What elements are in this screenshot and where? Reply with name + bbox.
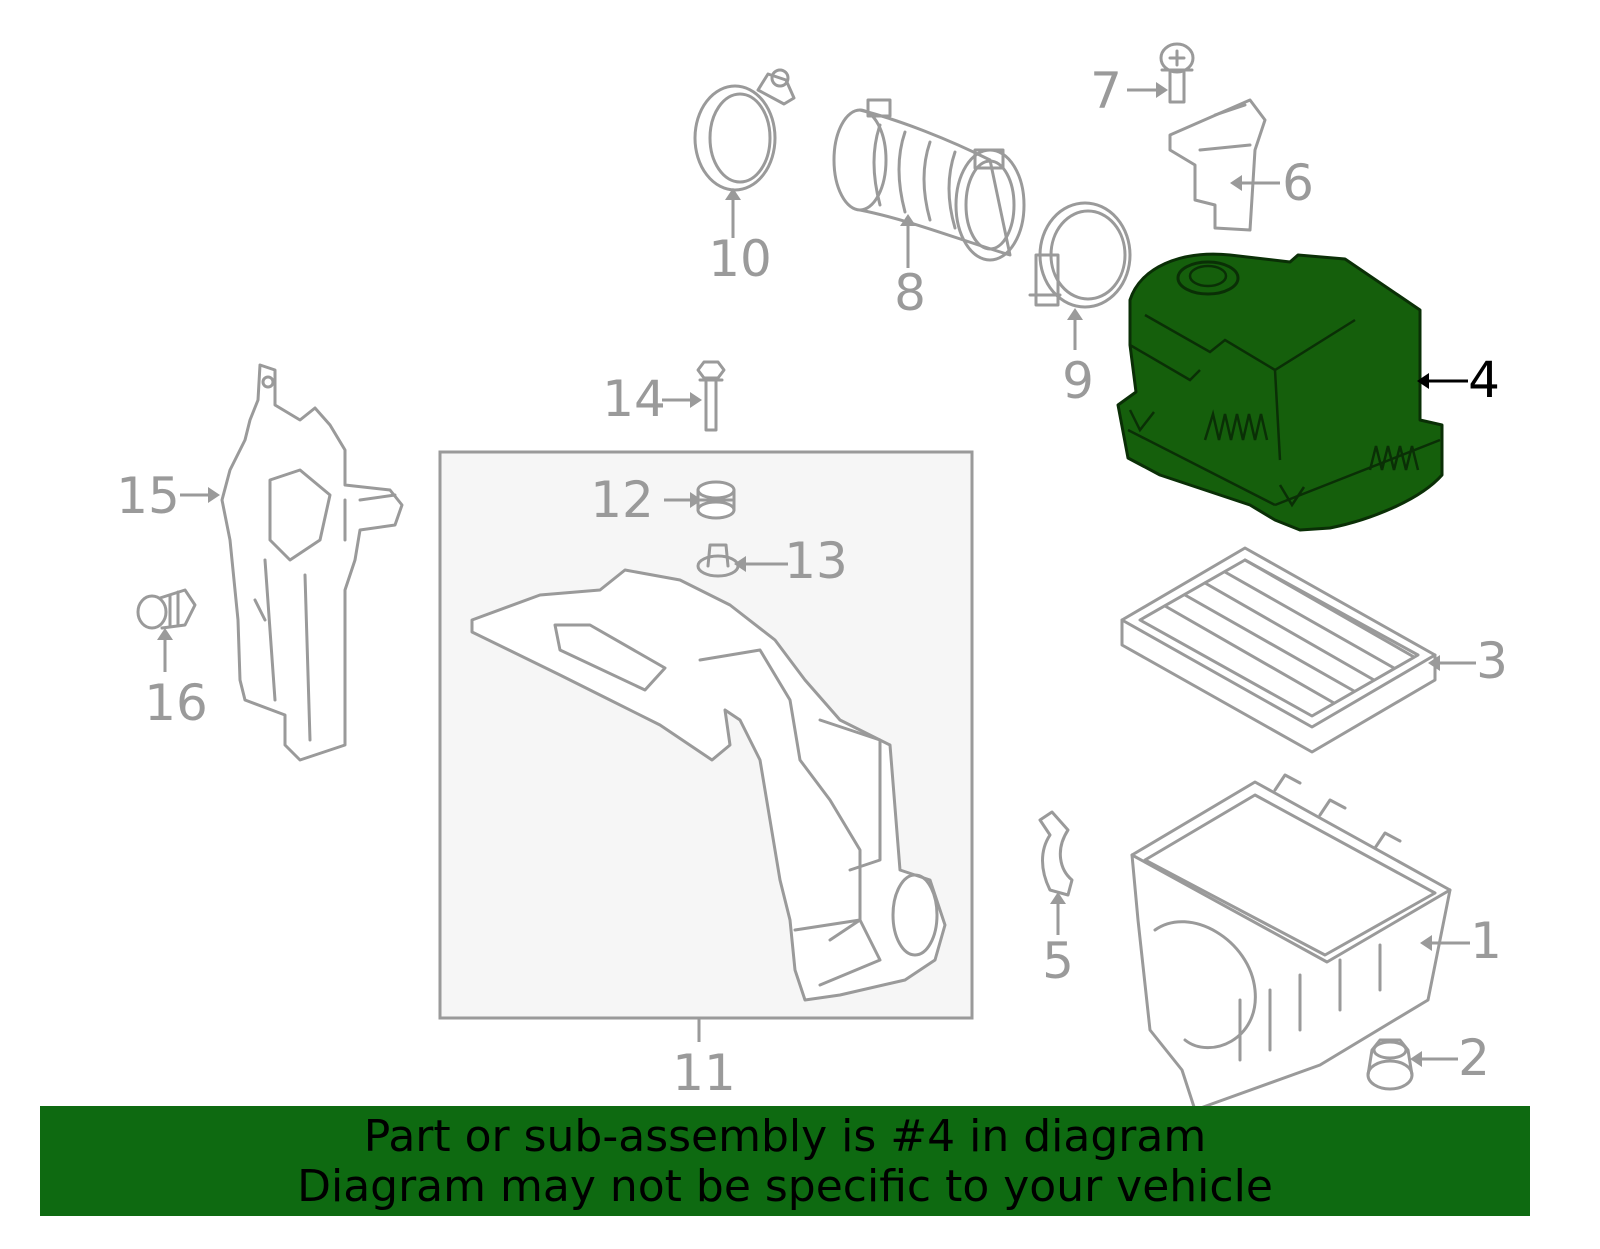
part-6-sensor[interactable] <box>1168 98 1267 232</box>
callout-16[interactable]: 16 <box>144 674 208 732</box>
callout-3[interactable]: 3 <box>1476 632 1508 690</box>
callout-7[interactable]: 7 <box>1090 62 1122 120</box>
part-12-bushing[interactable] <box>696 480 736 520</box>
callout-5[interactable]: 5 <box>1042 932 1074 990</box>
part-1-lower-housing[interactable] <box>1130 773 1452 1112</box>
part-16-push-clip[interactable] <box>136 588 197 630</box>
callout-12[interactable]: 12 <box>590 471 654 529</box>
part-14-bolt[interactable] <box>696 360 726 432</box>
part-7-screw[interactable] <box>1159 42 1195 104</box>
part-2-grommet[interactable] <box>1366 1038 1414 1091</box>
callout-6[interactable]: 6 <box>1282 154 1314 212</box>
banner-line-disclaimer: Diagram may not be specific to your vehi… <box>297 1161 1273 1212</box>
part-4-air-cleaner-cover[interactable] <box>1116 252 1444 532</box>
info-banner: Part or sub-assembly is #4 in diagram Di… <box>40 1106 1530 1216</box>
banner-line-part-number: Part or sub-assembly is #4 in diagram <box>363 1111 1207 1162</box>
callout-4[interactable]: 4 <box>1468 351 1500 409</box>
part-8-intake-hose[interactable] <box>832 98 1026 262</box>
callout-8[interactable]: 8 <box>894 264 926 322</box>
callout-2[interactable]: 2 <box>1458 1029 1490 1087</box>
callout-9[interactable]: 9 <box>1062 352 1094 410</box>
part-3-air-filter[interactable] <box>1120 546 1437 754</box>
part-15-bracket[interactable] <box>220 363 404 762</box>
callout-11[interactable]: 11 <box>672 1044 736 1102</box>
part-10-clamp[interactable] <box>693 68 796 192</box>
part-11-intake-duct[interactable] <box>470 568 947 1002</box>
part-9-clamp[interactable] <box>1028 201 1132 309</box>
callout-13[interactable]: 13 <box>784 532 848 590</box>
part-5-clip[interactable] <box>1038 810 1074 897</box>
callout-14[interactable]: 14 <box>602 370 666 428</box>
callout-10[interactable]: 10 <box>708 230 772 288</box>
callout-15[interactable]: 15 <box>116 467 180 525</box>
callout-1[interactable]: 1 <box>1470 912 1502 970</box>
